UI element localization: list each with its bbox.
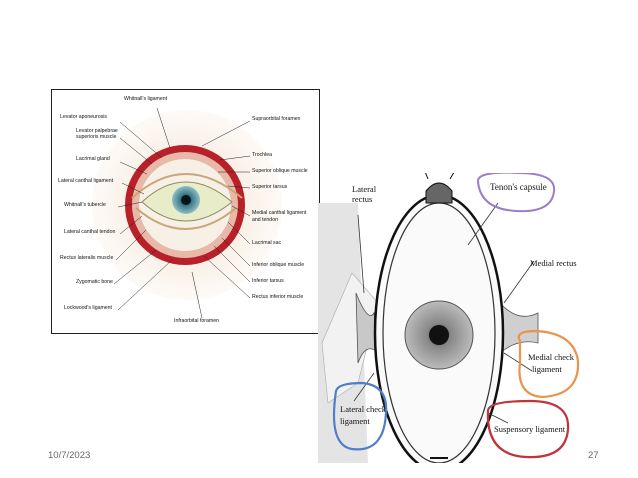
label-whitnalls-tubercle: Whitnall's tubercle <box>64 202 106 208</box>
label-supraorbital-foramen: Supraorbital foramen <box>252 116 301 122</box>
label-lateral-check-1: Lateral check <box>340 404 387 414</box>
label-lacrimal-sac: Lacrimal sac <box>252 240 282 246</box>
label-lateral-check-2: ligament <box>340 416 370 426</box>
label-infraorbital-foramen: Infraorbital foramen <box>174 318 219 324</box>
label-whitnalls-ligament: Whitnall's ligament <box>124 96 168 102</box>
label-inferior-oblique: Inferior oblique muscle <box>252 262 305 268</box>
label-lateral-canthal-tendon: Lateral canthal tendon <box>64 229 116 235</box>
label-lateral-rectus-2: rectus <box>352 194 373 204</box>
label-medial-canthal-1: Medial canthal ligament <box>252 210 307 216</box>
label-medial-canthal-2: and tendon <box>252 217 278 223</box>
label-lateral-rectus-1: Lateral <box>352 184 377 194</box>
orbital-anatomy-figure: Whitnall's ligament Levator aponeurosis … <box>51 89 320 334</box>
label-tenons-capsule: Tenon's capsule <box>490 182 547 192</box>
label-rectus-lateralis: Rectus lateralis muscle <box>60 255 114 261</box>
label-superior-oblique: Superior oblique muscle <box>252 168 308 174</box>
label-levator-palpebrae-1: Levator palpebrae <box>76 128 118 134</box>
label-levator-aponeurosis: Levator aponeurosis <box>60 114 108 120</box>
label-medial-check-2: ligament <box>532 364 562 374</box>
orbital-anatomy-illustration <box>92 107 282 319</box>
label-inferior-tarsus: Inferior tarsus <box>252 278 284 284</box>
label-superior-tarsus: Superior tarsus <box>252 184 288 190</box>
eyeball-section-illustration <box>318 173 580 463</box>
label-medial-rectus: Medial rectus <box>530 258 577 268</box>
page-number: 27 <box>588 450 599 461</box>
label-medial-check-1: Medial check <box>528 352 575 362</box>
label-suspensory-ligament: Suspensory ligament <box>494 424 566 434</box>
label-trochlea: Trochlea <box>252 152 272 158</box>
label-levator-palpebrae-2: superioris muscle <box>76 134 117 140</box>
label-rectus-inferior: Rectus inferior muscle <box>252 294 304 300</box>
label-zygomatic-bone: Zygomatic bone <box>76 279 113 285</box>
label-lockwoods-ligament: Lockwood's ligament <box>64 305 112 311</box>
eyeball-section-diagram: Lateral rectus Tenon's capsule Medial re… <box>318 173 588 463</box>
label-lateral-canthal-ligament: Lateral canthal ligament <box>58 178 114 184</box>
footer-date: 10/7/2023 <box>48 450 91 461</box>
label-lacrimal-gland: Lacrimal gland <box>76 156 110 162</box>
